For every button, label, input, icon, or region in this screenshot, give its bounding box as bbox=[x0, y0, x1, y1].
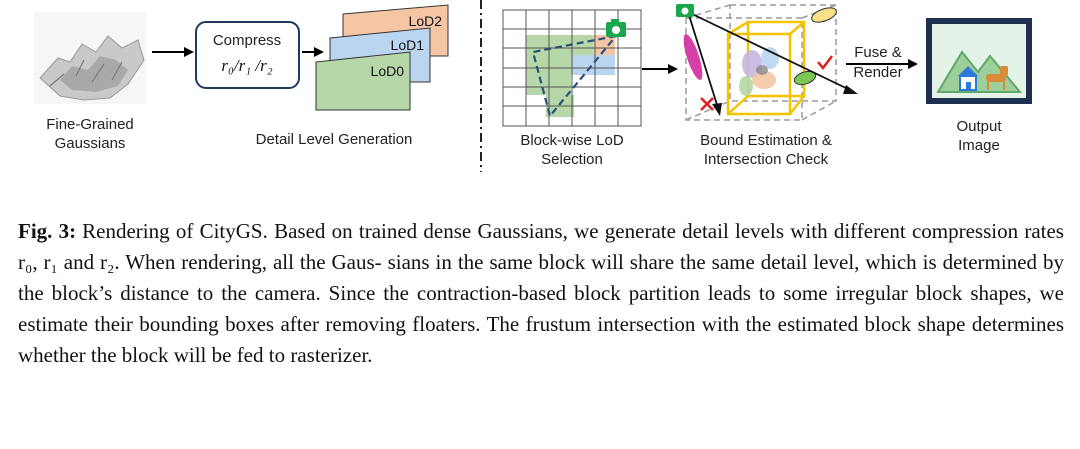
caption-line: levels with different compression rates … bbox=[18, 219, 1064, 274]
fuse-label-line2: Render bbox=[853, 64, 902, 81]
output-label-line1: Output bbox=[956, 118, 1002, 135]
stage3-label-line1: Block-wise LoD bbox=[520, 132, 624, 149]
figure: Fine-Grained Gaussians Compress r₀/r₁ /r… bbox=[0, 0, 1080, 180]
compress-box bbox=[195, 21, 300, 89]
compression-rates: r₀/r₁ /r₂ bbox=[221, 56, 272, 75]
caption-line: Rendering of CityGS. Based on trained de… bbox=[82, 219, 729, 243]
arrow-icon bbox=[668, 64, 678, 74]
caption-line: The frustum intersection with the estima… bbox=[18, 312, 1064, 367]
lod2-label: LoD2 bbox=[409, 13, 443, 29]
caption-line: block’s distance to the camera. Since th… bbox=[51, 281, 776, 305]
arrow-icon bbox=[184, 47, 194, 57]
compress-title: Compress bbox=[213, 32, 281, 49]
stage1-label-line2: Gaussians bbox=[55, 135, 126, 152]
figure-caption: Fig. 3:Rendering of CityGS. Based on tra… bbox=[18, 216, 1064, 371]
stage1-label-line1: Fine-Grained bbox=[46, 116, 134, 133]
caption-line: some irregular block shapes, we estimate… bbox=[18, 281, 1065, 336]
caption-line: sians in the same block will share the s… bbox=[18, 250, 1064, 305]
bound-estimation-diagram bbox=[683, 4, 858, 121]
stage2-label: Detail Level Generation bbox=[256, 131, 413, 148]
lod0-label: LoD0 bbox=[371, 63, 405, 79]
lod0-sheet bbox=[315, 51, 411, 111]
stage4-label-line1: Bound Estimation & bbox=[700, 132, 832, 149]
lod1-label: LoD1 bbox=[391, 37, 425, 53]
stage3-label-line2: Selection bbox=[541, 151, 603, 168]
caption-line: will be fed to rasterizer. bbox=[173, 343, 373, 367]
stage4-label-line2: Intersection Check bbox=[704, 151, 829, 168]
arrow-icon bbox=[908, 59, 918, 69]
point-cloud-thumbnail bbox=[34, 12, 146, 104]
camera-icon bbox=[606, 19, 626, 37]
camera-icon bbox=[676, 4, 694, 17]
block-grid bbox=[502, 9, 642, 127]
output-image-thumbnail bbox=[926, 18, 1032, 104]
arrow-icon bbox=[314, 47, 324, 57]
output-label-line2: Image bbox=[958, 137, 1000, 154]
fuse-label-line1: Fuse & bbox=[854, 44, 902, 61]
caption-label: Fig. 3: bbox=[18, 219, 77, 243]
